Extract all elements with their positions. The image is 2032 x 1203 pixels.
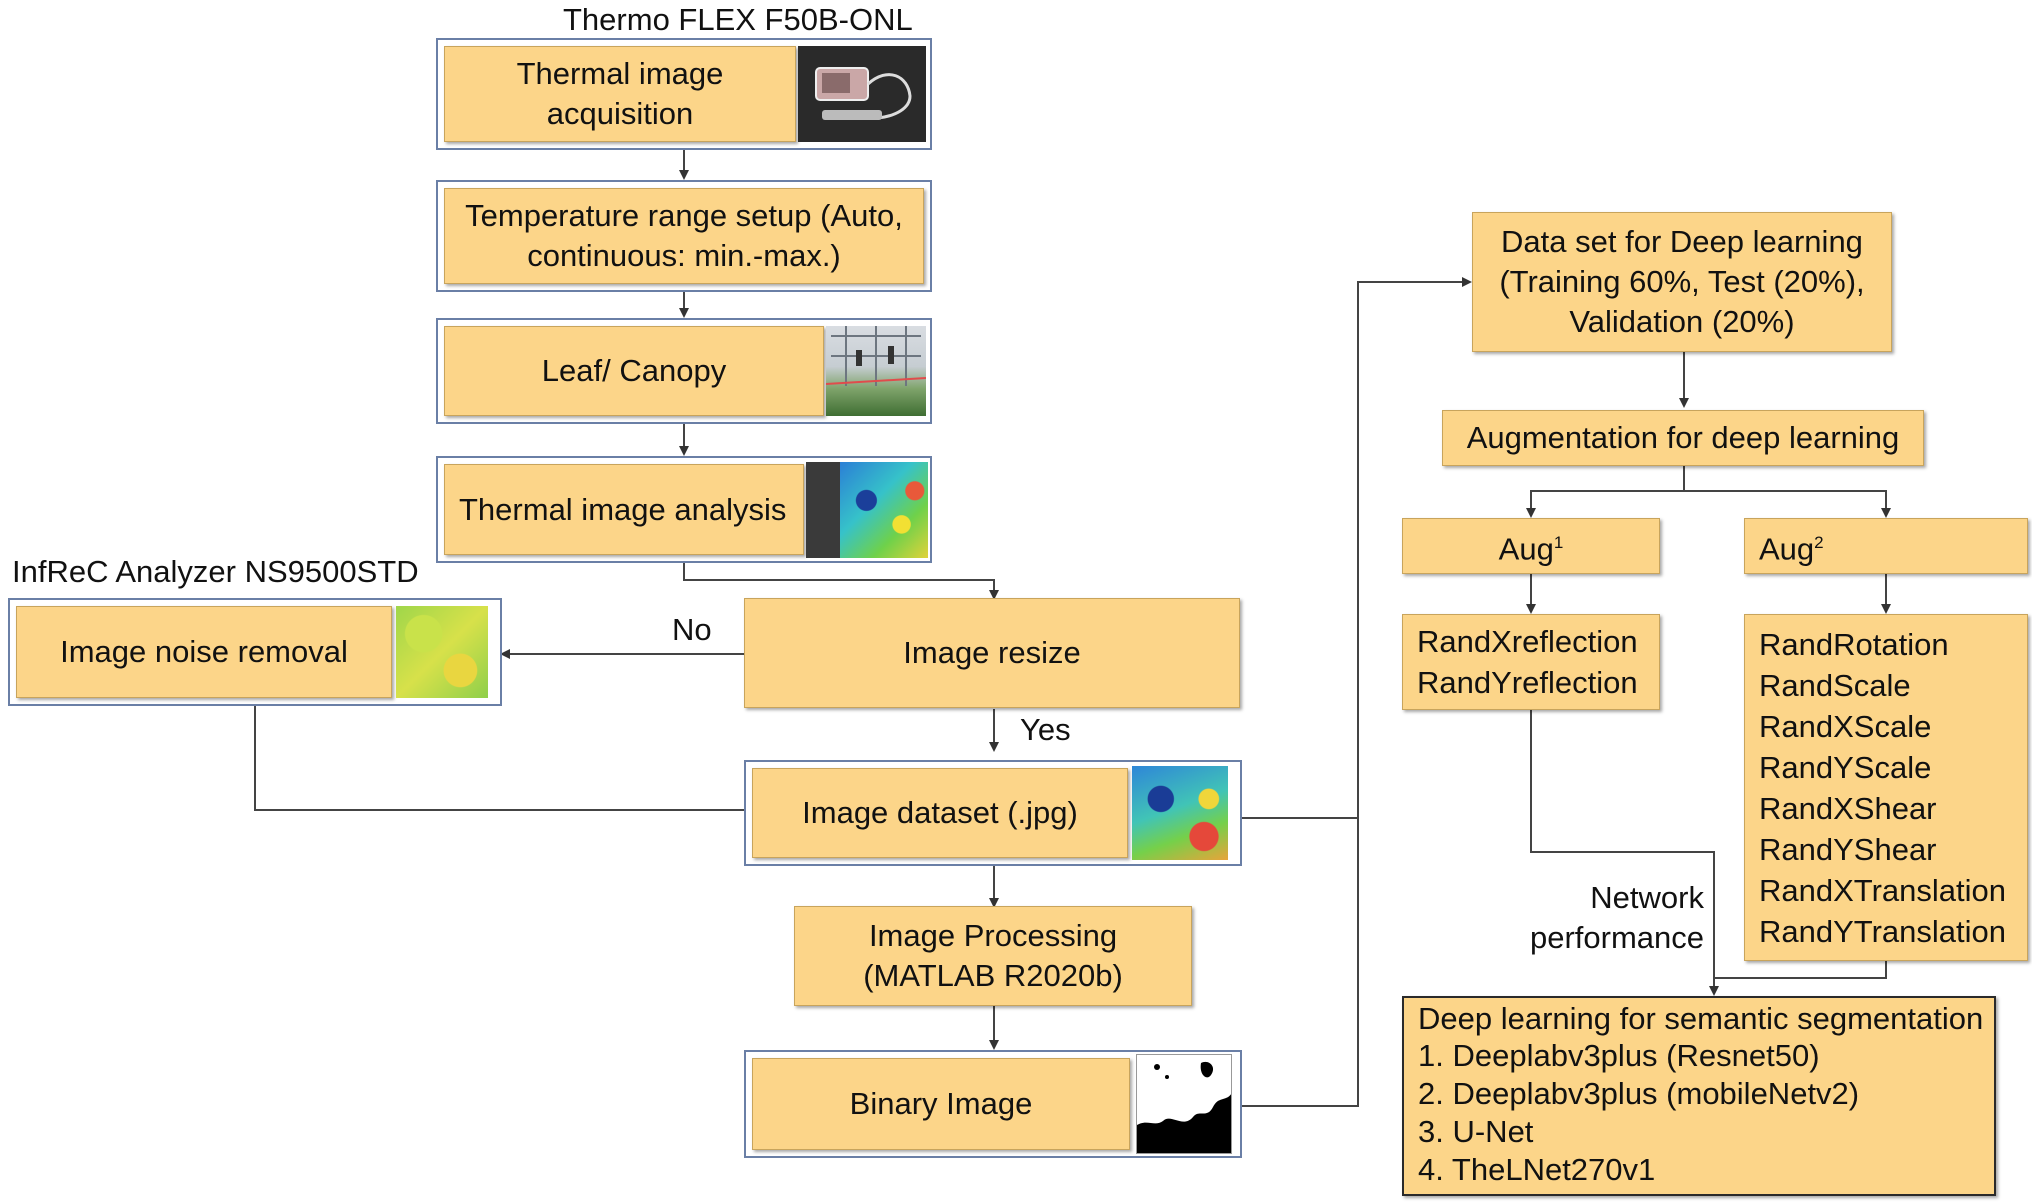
aug2-list-item: RandYTranslation [1759,913,2006,949]
aug1-box: Aug1 [1402,518,1660,574]
network-performance-line: Network [1590,880,1704,915]
box-line: (MATLAB R2020b) [863,958,1123,993]
dataset-thermal-image [1132,766,1228,860]
semantic-box: Deep learning for semantic segmentation … [1402,996,1996,1196]
box-text: Augmentation for deep learning [1466,420,1900,455]
leaf-box: Leaf/ Canopy [444,326,824,416]
aug1-text: Aug [1498,531,1554,567]
binary-image [1136,1054,1232,1154]
aug2-list-item: RandRotation [1759,626,1949,662]
resize-box: Image resize [744,598,1240,708]
semantic-list-item: 3. U-Net [1418,1114,1534,1149]
deep-data-box: Data set for Deep learning (Training 60%… [1472,212,1892,352]
box-text: Thermal image analysis [459,491,787,527]
box-line: acquisition [546,96,694,131]
aug1-list-item: RandXreflection [1417,624,1638,659]
aug2-list-item: RandScale [1759,667,1911,703]
temperature-box: Temperature range setup (Auto, continuou… [444,188,924,284]
analyzer-label: InfReC Analyzer NS9500STD [12,554,419,589]
box-line: Validation (20%) [1569,304,1795,339]
noise-removed-image [396,606,488,698]
semantic-title: Deep learning for semantic segmentation [1418,1001,1984,1036]
binary-box: Binary Image [752,1058,1130,1150]
analysis-box: Thermal image analysis [444,464,804,555]
box-line: Thermal image [516,56,724,91]
aug1-list-item: RandYreflection [1417,665,1638,700]
acquisition-box: Thermal image acquisition [444,46,796,142]
network-performance-label: Network performance [1500,878,1704,958]
aug2-list-item: RandXScale [1759,708,1932,744]
no-label: No [672,612,712,647]
binary-blob-icon [1137,1061,1231,1153]
box-line: Temperature range setup (Auto, [465,198,903,233]
processing-box: Image Processing (MATLAB R2020b) [794,906,1192,1006]
camera-photo [798,46,926,142]
box-line: (Training 60%, Test (20%), [1499,264,1865,299]
aug2-list-box: RandRotation RandScale RandXScale RandYS… [1744,614,2028,961]
semantic-list-item: 1. Deeplabv3plus (Resnet50) [1418,1038,1820,1073]
aug2-list-item: RandYScale [1759,749,1932,785]
augmentation-box: Augmentation for deep learning [1442,410,1924,466]
box-text: Leaf/ Canopy [541,353,727,388]
aug2-box: Aug2 [1744,518,2028,574]
yes-label: Yes [1020,712,1071,747]
box-text: Image resize [903,635,1081,670]
thermal-analysis-screenshot [806,462,928,558]
camera-device-icon [815,67,912,120]
box-text: Image noise removal [60,634,348,669]
semantic-list-item: 2. Deeplabv3plus (mobileNetv2) [1418,1076,1860,1111]
semantic-list-item: 4. TheLNet270v1 [1418,1152,1656,1187]
aug2-superscript: 2 [1814,532,1824,552]
box-line: continuous: min.-max.) [527,238,841,273]
box-text: Image dataset (.jpg) [802,795,1078,830]
aug2-list-item: RandXShear [1759,790,1937,826]
greenhouse-photo [826,326,926,416]
aug1-list-box: RandXreflection RandYreflection [1402,614,1660,710]
thermal-map [840,462,928,558]
noise-box: Image noise removal [16,606,392,698]
box-text: Binary Image [849,1086,1033,1121]
box-line: Data set for Deep learning [1501,224,1863,259]
dataset-box: Image dataset (.jpg) [752,768,1128,858]
aug2-list-item: RandXTranslation [1759,872,2006,908]
aug2-text: Aug [1759,531,1815,567]
aug1-superscript: 1 [1553,532,1564,552]
greenhouse-structure-icon [826,326,926,386]
network-performance-line: performance [1529,920,1704,955]
aug2-list-item: RandYShear [1759,831,1937,867]
camera-label: Thermo FLEX F50B-ONL [563,2,913,37]
box-line: Image Processing [868,918,1118,953]
